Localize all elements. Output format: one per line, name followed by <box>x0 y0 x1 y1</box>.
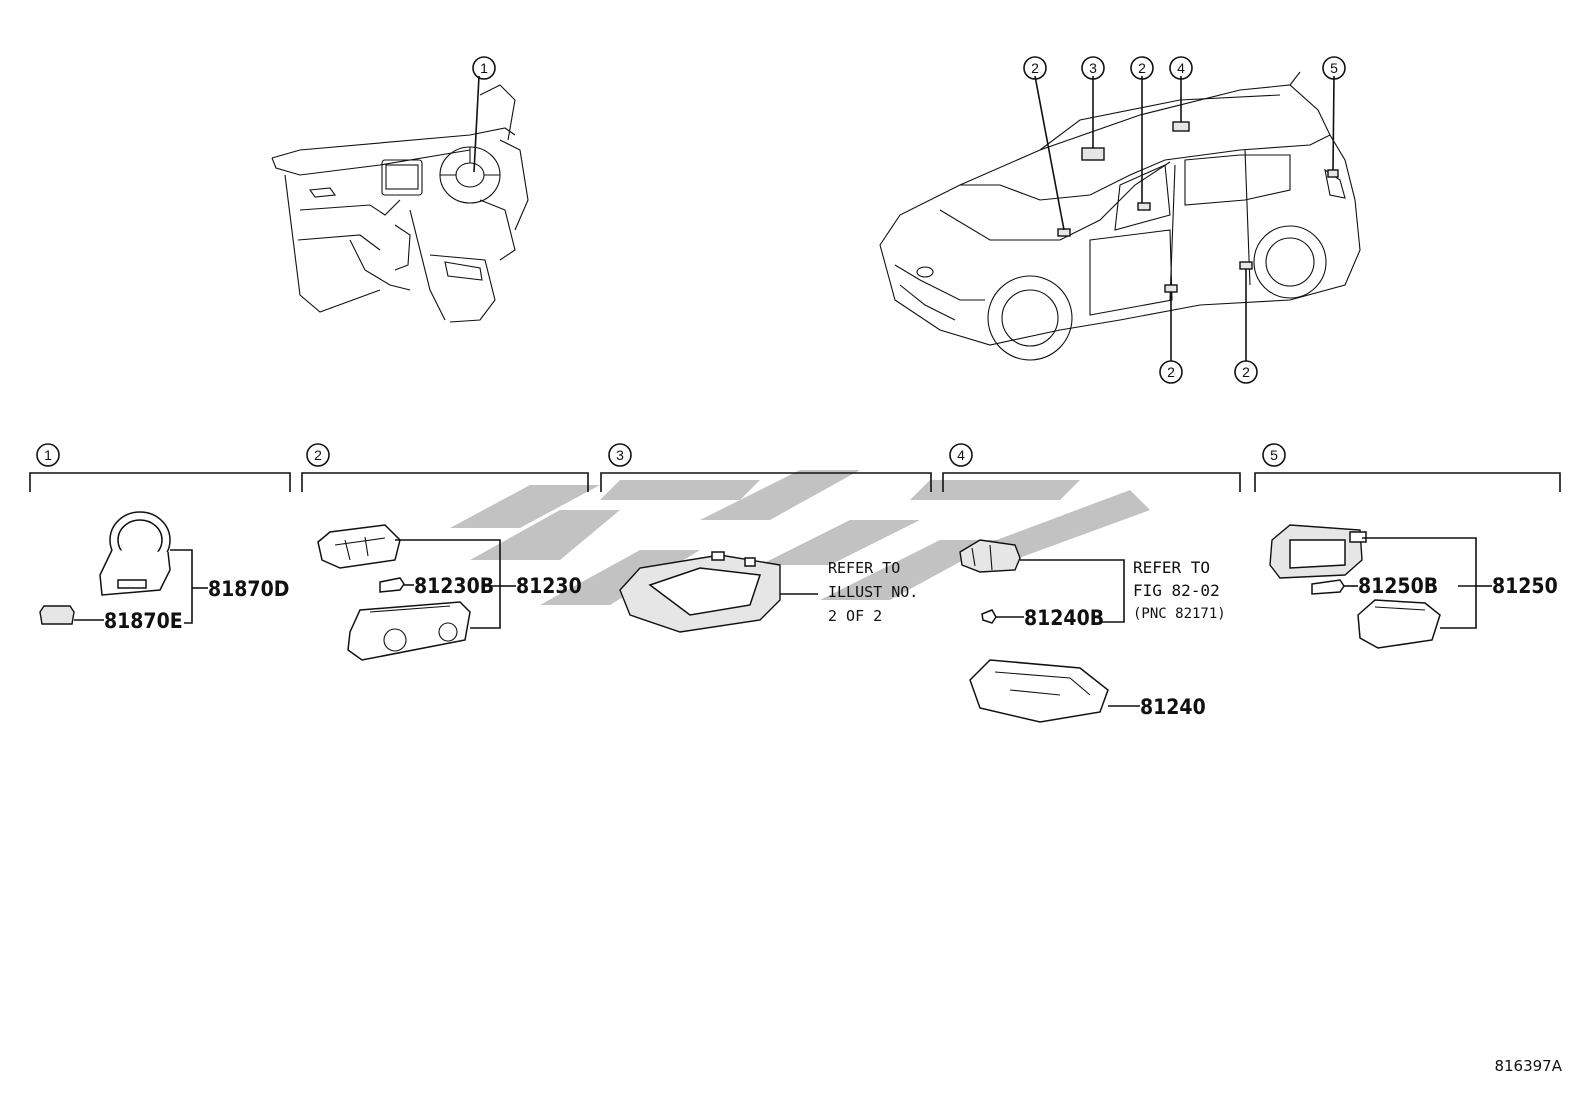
dashboard-illustration <box>271 75 529 323</box>
refer-note-3-line-1: REFER TO <box>828 559 900 577</box>
figure-code: 816397A <box>1494 1057 1562 1075</box>
svg-text:3: 3 <box>616 447 624 463</box>
refer-note-3-line-2: ILLUST NO. <box>828 583 918 601</box>
part-number-81230b: 81230B <box>414 574 494 598</box>
part-81240-lens-illustration <box>969 659 1109 723</box>
part-81230-housing-illustration <box>347 601 471 661</box>
top-callouts: 1 2 3 2 4 5 2 2 <box>472 56 1346 384</box>
part-number-81230: 81230 <box>516 574 582 598</box>
svg-text:1: 1 <box>44 447 52 463</box>
part-number-81240: 81240 <box>1140 695 1206 719</box>
svg-text:2: 2 <box>1031 60 1039 76</box>
group-1-bracket: 1 <box>29 443 291 492</box>
group-4-bracket: 4 <box>942 443 1241 492</box>
callout-2-d: 2 <box>1234 360 1258 384</box>
svg-text:3: 3 <box>1089 60 1097 76</box>
part-81250-housing-illustration <box>1269 524 1367 579</box>
part-81870e-illustration <box>39 605 75 625</box>
part-81870d-illustration <box>99 511 171 596</box>
svg-text:5: 5 <box>1270 447 1278 463</box>
svg-text:1: 1 <box>480 60 488 76</box>
group-2-parts: 81230B 81230 <box>317 524 582 661</box>
svg-text:5: 5 <box>1330 60 1338 76</box>
callout-2-b: 2 <box>1130 56 1154 80</box>
part-number-81250b: 81250B <box>1358 574 1438 598</box>
part-81250-lens-illustration <box>1357 599 1441 649</box>
part-number-81240b: 81240B <box>1024 606 1104 630</box>
svg-text:2: 2 <box>1242 364 1250 380</box>
group-1-parts: 81870D 81870E <box>39 511 289 633</box>
group-3-parts: REFER TO ILLUST NO. 2 OF 2 <box>619 551 918 633</box>
callout-2-c: 2 <box>1159 360 1183 384</box>
group-2-bracket: 2 <box>301 443 589 492</box>
callout-3: 3 <box>1081 56 1105 80</box>
part-number-81870d: 81870D <box>208 577 289 601</box>
part-map-lamp-illustration <box>619 551 781 633</box>
refer-note-4-line-3: (PNC 82171) <box>1133 606 1226 622</box>
part-number-81250: 81250 <box>1492 574 1558 598</box>
group-5-parts: 81250B 81250 <box>1269 524 1558 649</box>
callout-4: 4 <box>1169 56 1193 80</box>
svg-text:2: 2 <box>314 447 322 463</box>
svg-text:4: 4 <box>1177 60 1185 76</box>
part-number-81870e: 81870E <box>104 609 183 633</box>
group-brackets: 1 2 3 4 5 <box>29 443 1561 492</box>
group-4-parts: 81240B 81240 REFER TO FIG 82-02 (PNC 821… <box>959 539 1226 723</box>
part-switch-illustration <box>959 539 1021 573</box>
part-81230b-bulb-illustration <box>379 577 405 593</box>
svg-text:2: 2 <box>1138 60 1146 76</box>
callout-1-dashboard: 1 <box>472 56 496 80</box>
car-illustration <box>879 71 1361 361</box>
group-3-bracket: 3 <box>600 443 932 492</box>
refer-note-4-line-2: FIG 82-02 <box>1133 581 1220 600</box>
svg-text:2: 2 <box>1167 364 1175 380</box>
svg-text:4: 4 <box>957 447 965 463</box>
part-81240b-bulb-illustration <box>981 609 997 624</box>
refer-note-3-line-3: 2 OF 2 <box>828 607 882 625</box>
refer-note-4-line-1: REFER TO <box>1133 558 1210 577</box>
part-81250b-bulb-illustration <box>1311 579 1345 595</box>
group-5-bracket: 5 <box>1254 443 1561 492</box>
part-81230-lens-illustration <box>317 524 401 569</box>
callout-2-a: 2 <box>1023 56 1047 80</box>
callout-5: 5 <box>1322 56 1346 80</box>
